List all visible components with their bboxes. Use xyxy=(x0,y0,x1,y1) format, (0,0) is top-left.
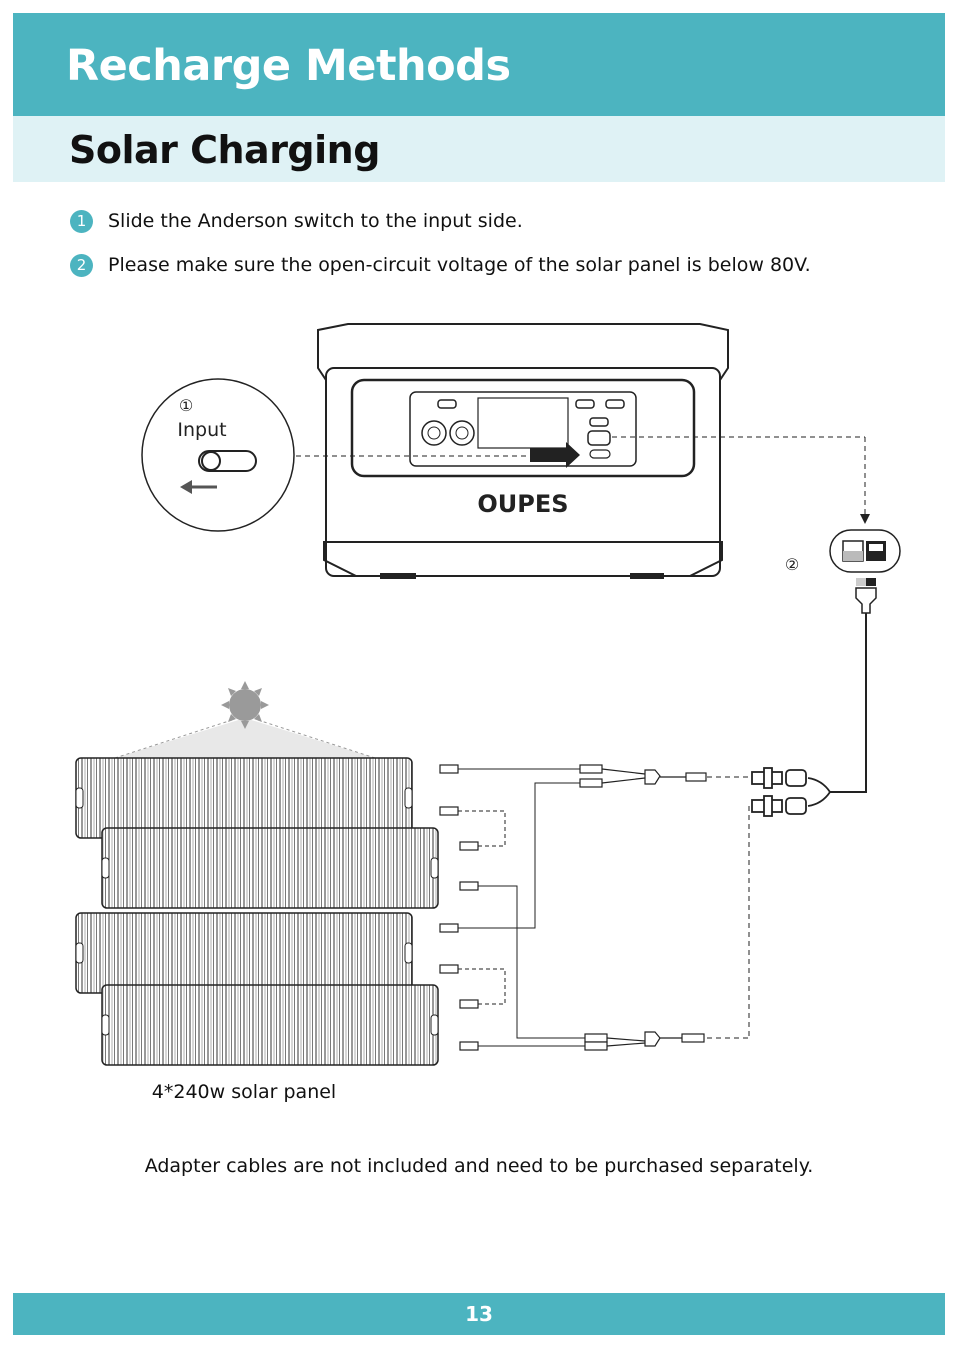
solar-panel xyxy=(76,758,412,838)
section-bar: Solar Charging xyxy=(13,116,945,182)
power-station xyxy=(318,324,728,576)
header-bar: Recharge Methods xyxy=(13,13,945,116)
step-item: 1 Slide the Anderson switch to the input… xyxy=(70,206,811,236)
step-text: Please make sure the open-circuit voltag… xyxy=(108,254,811,276)
step-number-badge: 1 xyxy=(70,210,93,233)
solar-panel-group xyxy=(76,758,438,1065)
solar-panel xyxy=(102,985,438,1065)
solar-panel xyxy=(76,913,412,993)
steps-list: 1 Slide the Anderson switch to the input… xyxy=(70,206,811,294)
y-branch-connectors xyxy=(580,765,706,1050)
anderson-connector xyxy=(830,530,900,613)
solar-charging-diagram: OUPES ① Input ② xyxy=(0,300,958,1130)
page-title: Recharge Methods xyxy=(66,41,511,91)
callout-number: ① xyxy=(179,396,193,415)
y-cable-combiner xyxy=(752,768,830,816)
callout-number: ② xyxy=(785,555,799,574)
footer-bar: 13 xyxy=(13,1293,945,1335)
sun-icon xyxy=(115,681,375,758)
solar-panel-label: 4*240w solar panel xyxy=(152,1081,336,1103)
section-title: Solar Charging xyxy=(69,128,380,172)
caption-note: Adapter cables are not included and need… xyxy=(0,1155,958,1177)
input-label: Input xyxy=(177,419,226,441)
step-text: Slide the Anderson switch to the input s… xyxy=(108,210,523,232)
step-item: 2 Please make sure the open-circuit volt… xyxy=(70,250,811,280)
brand-logo: OUPES xyxy=(477,490,568,518)
input-switch-callout: ① Input xyxy=(142,379,294,531)
solar-panel xyxy=(102,828,438,908)
mc4-connectors xyxy=(440,765,478,1050)
step-number-badge: 2 xyxy=(70,254,93,277)
page-number: 13 xyxy=(465,1302,493,1326)
